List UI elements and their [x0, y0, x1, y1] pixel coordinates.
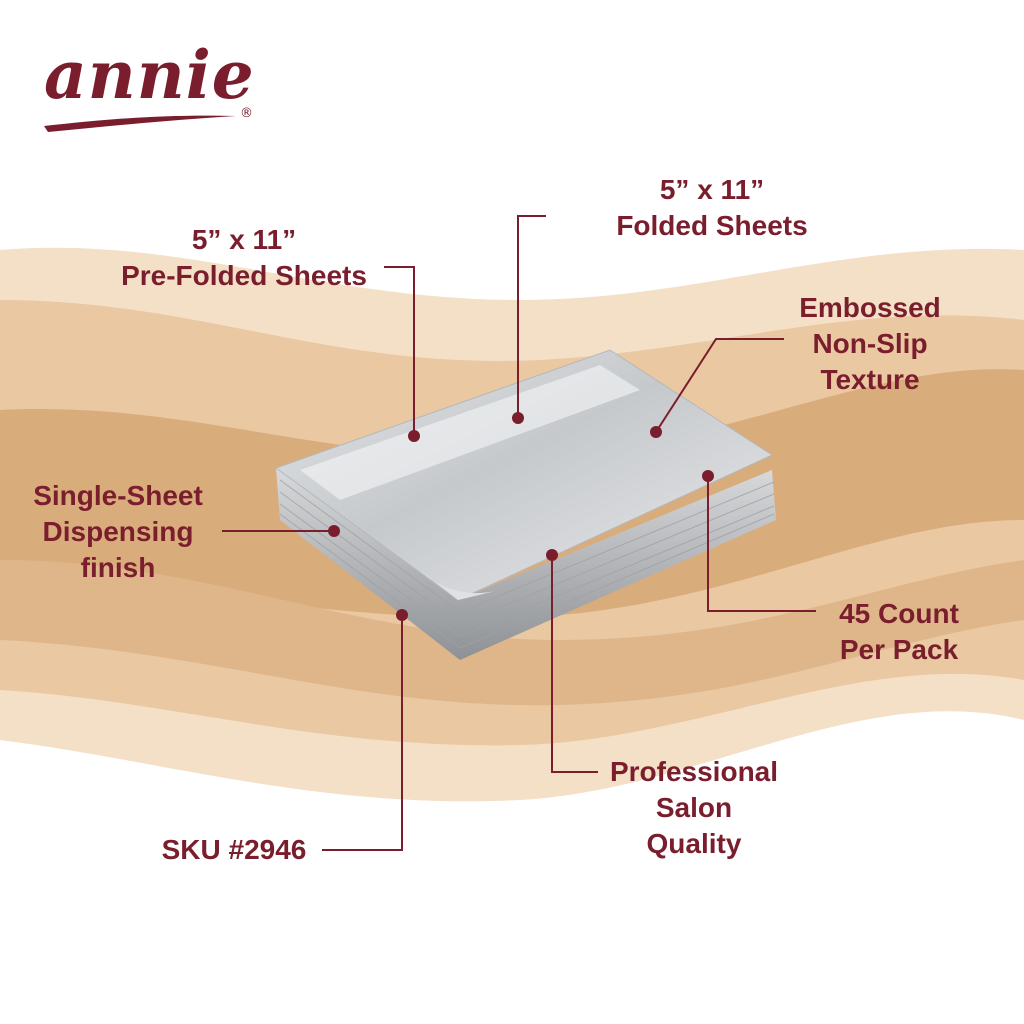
- callout-folded-sheets: 5” x 11” Folded Sheets: [596, 172, 828, 244]
- wave-band-dark-lower: [0, 560, 1024, 706]
- callout-text: Salon: [655, 792, 733, 823]
- dot-single-sheet: [328, 525, 340, 537]
- callout-text: Dispensing: [42, 516, 194, 547]
- callout-text: Folded Sheets: [616, 210, 808, 241]
- line-folded: [517, 215, 546, 418]
- annie-logo: annie: [44, 36, 255, 114]
- callout-text: Embossed: [799, 292, 941, 323]
- callout-count-per-pack: 45 Count Per Pack: [814, 596, 984, 668]
- callout-text: Per Pack: [839, 634, 959, 665]
- line-embossed: [655, 338, 784, 433]
- dot-folded: [512, 412, 524, 424]
- registered-mark: ®: [240, 106, 253, 121]
- callout-single-sheet-dispensing: Single-Sheet Dispensing finish: [18, 478, 218, 586]
- line-count: [707, 476, 816, 612]
- callout-text: SKU #2946: [161, 834, 307, 865]
- dot-pre-folded: [408, 430, 420, 442]
- callout-professional-salon-quality: Professional Salon Quality: [596, 754, 792, 862]
- callout-text: Single-Sheet: [33, 480, 203, 511]
- logo-swoosh: [44, 115, 236, 132]
- callout-text: Non-Slip: [812, 328, 928, 359]
- dot-sku: [396, 609, 408, 621]
- callout-text: Professional: [609, 756, 779, 787]
- callout-pre-folded-sheets: 5” x 11” Pre-Folded Sheets: [112, 222, 376, 294]
- callout-text: finish: [80, 552, 156, 583]
- line-pre-folded: [384, 266, 415, 436]
- dot-embossed: [650, 426, 662, 438]
- callout-lines: [222, 215, 816, 851]
- callout-text: Pre-Folded Sheets: [121, 260, 367, 291]
- callout-text: 45 Count: [839, 598, 959, 629]
- callout-text: 5” x 11”: [191, 224, 297, 255]
- line-sku: [322, 615, 403, 851]
- line-professional: [551, 555, 598, 773]
- callout-text: Quality: [646, 828, 742, 859]
- callout-embossed-texture: Embossed Non-Slip Texture: [780, 290, 960, 398]
- callout-dots: [328, 412, 714, 621]
- callout-text: Texture: [820, 364, 920, 395]
- callout-sku: SKU #2946: [146, 832, 322, 868]
- dot-professional: [546, 549, 558, 561]
- dot-count: [702, 470, 714, 482]
- callout-text: 5” x 11”: [659, 174, 765, 205]
